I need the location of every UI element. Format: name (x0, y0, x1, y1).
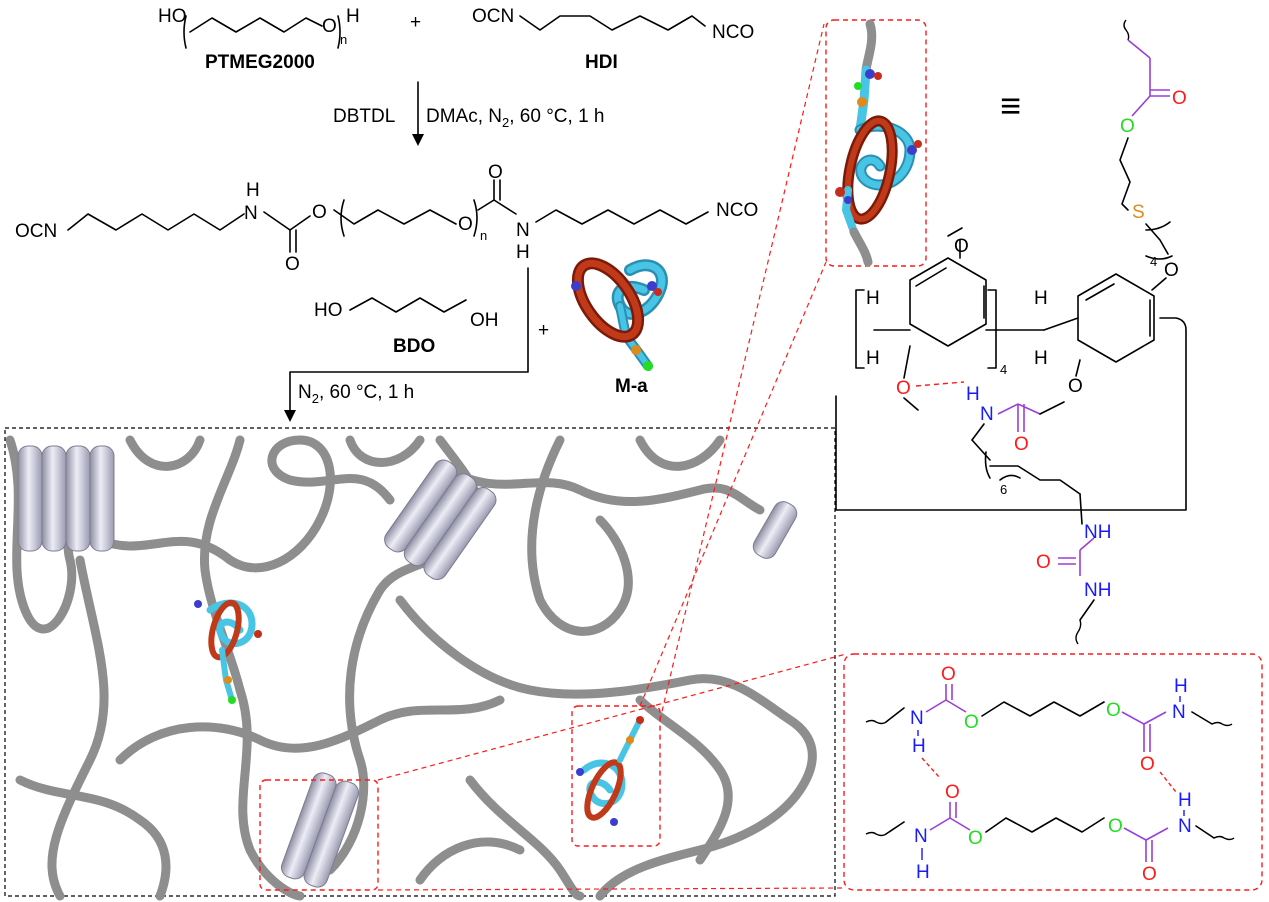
prepolymer-n: n (480, 228, 487, 243)
zoom-line (659, 23, 825, 721)
row2-o-ester-1: O (968, 828, 983, 849)
row1-n2: N (1172, 702, 1186, 723)
hard-segment (384, 459, 497, 580)
plus-2: + (538, 320, 549, 341)
hdi-ocn: OCN (472, 6, 514, 27)
reactant-ptmeg: HO O n H PTMEG2000 (158, 6, 360, 73)
alkyl-sub-6: 6 (1000, 482, 1007, 497)
row1-o-bottom: O (1140, 754, 1155, 775)
bdo-oh: OH (470, 310, 499, 331)
repeat-sub-4: 4 (1000, 362, 1007, 377)
zoomed-rotaxane (835, 19, 922, 267)
network-rotaxane-1 (194, 599, 262, 704)
network-illustration (4, 427, 836, 901)
ma-label: M-a (615, 376, 648, 397)
hbond-panel: N H O O O O N H N H O O O (865, 664, 1235, 885)
ptmeg-ho: HO (158, 6, 187, 27)
prepolymer-ester-o: O (312, 202, 327, 223)
row2-h: H (916, 862, 930, 883)
ptmeg-label: PTMEG2000 (205, 52, 315, 73)
prepolymer-nh-h: H (246, 180, 260, 201)
network-frame (4, 427, 836, 897)
row1-n: N (910, 708, 924, 729)
urea-o: O (1036, 552, 1051, 573)
ether-o: O (1164, 260, 1179, 281)
zoomed-rotaxane-box (825, 19, 927, 267)
hard-segment (280, 772, 360, 888)
amide-n: N (980, 404, 994, 425)
prepolymer-nh2-n: N (516, 220, 530, 241)
row2-o-bottom: O (1142, 864, 1157, 885)
step1-conditions: DMAc, N2, 60 °C, 1 h (426, 106, 605, 130)
urea-nh-1: NH (1084, 522, 1111, 543)
prepolymer-carbonyl-o: O (285, 254, 300, 275)
row2-o-ester-2: O (1108, 816, 1123, 837)
step1-reagent: DBTDL (333, 106, 395, 127)
hbond-h: H (966, 384, 980, 405)
bdo: HO OH BDO (314, 297, 499, 357)
sulfur-s: S (1132, 202, 1145, 223)
h3: H (1034, 288, 1048, 309)
prepolymer-nh2-h: H (516, 242, 530, 263)
step2-conditions: N2, 60 °C, 1 h (298, 382, 414, 406)
ma-end-atom (643, 361, 653, 371)
step2-arrow: N2, 60 °C, 1 h + (284, 267, 549, 422)
row1-h-top: H (1174, 676, 1188, 697)
methoxy-o-bottom: O (896, 378, 911, 399)
macrocycle-structure: O O S 4 O O O H H 4 H H (835, 19, 1187, 645)
ether-o-2: O (1068, 376, 1083, 397)
prepolymer: OCN N H O O O n O N H NCO (15, 162, 758, 275)
hdi-nco: NCO (712, 22, 754, 43)
row2-n2: N (1178, 816, 1192, 837)
hard-segment-highlight-box (259, 779, 379, 891)
bdo-ho: HO (314, 300, 343, 321)
methoxy-o-top: O (954, 236, 969, 257)
ma-n-atom (571, 281, 581, 291)
ma-o-atom (654, 288, 662, 296)
equivalent-symbol: ≡ (1000, 85, 1021, 126)
step1-arrow: DBTDL DMAc, N2, 60 °C, 1 h (333, 81, 605, 146)
prepolymer-ocn: OCN (15, 221, 57, 242)
prepolymer-ether-o: O (458, 214, 473, 235)
row2-o-top: O (945, 782, 960, 803)
prepolymer-nco: NCO (716, 200, 758, 221)
ptmeg-h: H (346, 6, 360, 27)
chain-sub-4: 4 (1150, 254, 1157, 269)
amide-o: O (1014, 434, 1029, 455)
ma-n-atom (647, 281, 657, 291)
h2: H (866, 348, 880, 369)
row1-o-ester-1: O (964, 712, 979, 733)
h1: H (866, 288, 880, 309)
carbonyl-o: O (1172, 88, 1187, 109)
row2-n: N (914, 826, 928, 847)
zoom-line (639, 261, 827, 707)
prepolymer-nh-n: N (244, 203, 258, 224)
row1-h: H (912, 736, 926, 757)
h4: H (1034, 348, 1048, 369)
rotaxane-highlight-box (571, 705, 661, 847)
ptmeg-o: O (322, 16, 337, 37)
network-rotaxane-2 (576, 716, 644, 826)
ptmeg-n: n (340, 32, 347, 47)
zoom-line (377, 887, 845, 891)
urea-nh-2: NH (1084, 580, 1111, 601)
hdi-label: HDI (585, 52, 618, 73)
macrocycle-ma-illustration: M-a (571, 257, 668, 397)
row1-o-top: O (941, 664, 956, 685)
hbond-panel-box (843, 653, 1263, 891)
hard-segment (17, 445, 115, 552)
prepolymer-co-o: O (488, 162, 503, 183)
reactant-hdi: OCN NCO HDI (472, 6, 754, 73)
hard-segment (752, 501, 798, 559)
row1-o-ester-2: O (1106, 700, 1121, 721)
row2-h-top: H (1178, 790, 1192, 811)
ma-s-atom (631, 345, 641, 355)
bdo-label: BDO (393, 336, 435, 357)
plus-1: + (410, 12, 421, 33)
ester-o: O (1120, 116, 1135, 137)
